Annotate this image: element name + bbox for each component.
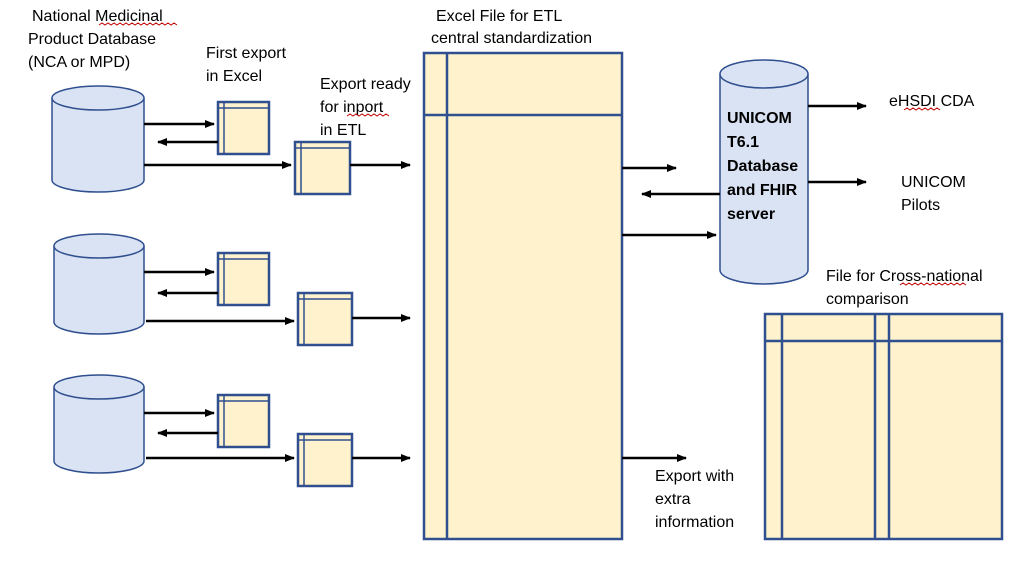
source-database-2: [53, 233, 145, 335]
label-line: UNICOM: [727, 110, 792, 127]
pilots-label: UNICOM Pilots: [901, 174, 966, 214]
label-line: in Excel: [206, 68, 262, 85]
first-export-file-1: [216, 100, 271, 156]
label-line: server: [727, 206, 775, 223]
label-line: central standardization: [431, 30, 592, 47]
label-line: information: [655, 514, 734, 531]
label-line: and FHIR: [727, 182, 798, 199]
label-line: Pilots: [901, 197, 940, 214]
extra-export-label: Export with extra information: [655, 468, 734, 531]
source-db-label: National Medicinal Product Database (NCA…: [28, 8, 178, 71]
source-database-1: [51, 85, 145, 193]
first-export-file-2: [216, 251, 271, 307]
unicom-database: [719, 59, 809, 285]
database-icon: [53, 374, 145, 474]
database-icon: [51, 85, 145, 193]
first-export-file-3: [216, 393, 271, 449]
unicom-database-label: UNICOM T6.1 Database and FHIR server: [727, 110, 798, 223]
first-export-label: First export in Excel: [206, 45, 287, 85]
label-line: in ETL: [320, 122, 366, 139]
label-line: UNICOM: [901, 174, 966, 191]
flow-arrows: [144, 102, 867, 462]
label-line: Export with: [655, 468, 734, 485]
etl-ready-file-1: [293, 140, 352, 196]
source-database-3: [53, 374, 145, 474]
label-line: Database: [727, 158, 798, 175]
label-line: Excel File for ETL: [436, 8, 562, 25]
label-line: eHSDI CDA: [889, 93, 975, 110]
label-line: (NCA or MPD): [28, 54, 130, 71]
etl-ready-file-3: [296, 432, 354, 488]
ehsdi-label: eHSDI CDA: [889, 93, 975, 111]
label-line: File for Cross-national: [826, 268, 983, 285]
label-line: National Medicinal: [32, 8, 163, 25]
etl-ready-file-2: [296, 291, 354, 347]
label-line: Export ready: [320, 76, 411, 93]
database-icon: [53, 233, 145, 335]
etl-excel-file: [422, 51, 624, 541]
label-line: extra: [655, 491, 691, 508]
label-line: for inport: [320, 99, 384, 116]
etl-file-label: Excel File for ETL central standardizati…: [431, 8, 592, 47]
label-line: First export: [206, 45, 287, 62]
label-line: T6.1: [727, 134, 759, 151]
cross-national-file: [763, 312, 1004, 541]
export-ready-label: Export ready for inport in ETL: [320, 76, 411, 139]
label-line: comparison: [826, 291, 909, 308]
label-line: Product Database: [28, 31, 156, 48]
cross-national-label: File for Cross-national comparison: [826, 268, 983, 308]
